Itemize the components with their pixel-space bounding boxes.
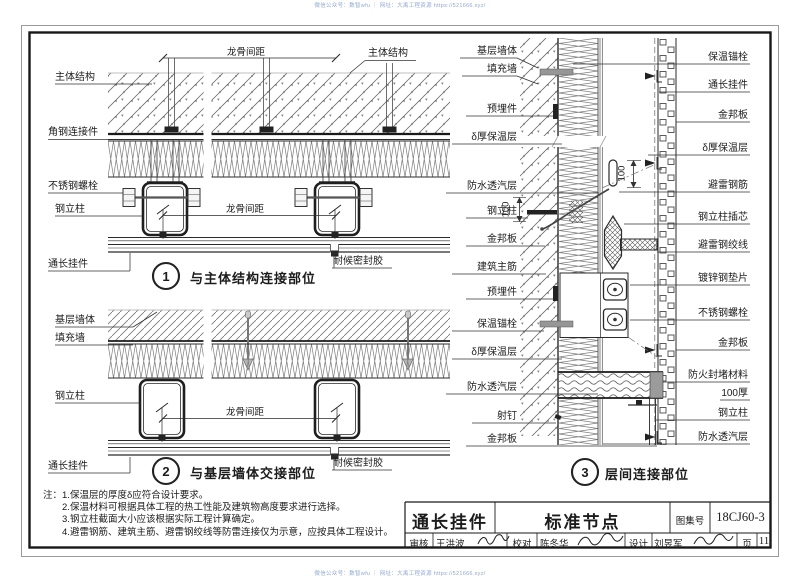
titleblock-reviewer: 王洪波 [436,539,465,550]
watermark-bottom: 微信公众号：数智wfu ｜ 网址：大禹工程资源 https://521666.x… [314,571,486,577]
dim-keel-spacing: 龙骨间距 [226,407,265,418]
titleblock-review-label: 审核 [409,539,429,550]
label-firestop-material: 防火封堵材料 [688,370,748,381]
label-main-structure-2: 主体结构 [368,48,408,59]
label-waterproof-membrane: 防水透汽层 [467,181,517,192]
detail-number-circles [151,261,600,487]
titleblock-checker: 陈冬华 [540,539,569,550]
label-infill-wall: 填充墙 [55,333,85,344]
label-steel-column: 钢立柱 [487,206,517,217]
label-embed-part: 预埋件 [487,104,517,115]
label-jinbang-panel: 金邦板 [718,110,748,121]
label-main-structure: 主体结构 [55,72,95,83]
titleblock-sheet-title: 标准节点 [544,513,621,532]
bolt-assemblies [602,278,628,331]
label-stainless-bolt: 不锈钢螺栓 [698,308,748,319]
titleblock-page-label: 页 [742,539,752,550]
label-base-wall: 基层墙体 [55,315,95,326]
dim-100-left: 100 [500,201,512,218]
notes-prefix: 注： [43,490,63,501]
label-lightning-strand: 避雷钢绞线 [698,240,748,251]
label-shot-nail: 射钉 [497,411,517,422]
dim-keel-spacing-mid: 龙骨间距 [226,204,265,215]
titleblock-page-number: 11 [758,535,770,547]
label-continuous-hanger: 通长挂件 [48,259,88,270]
note-line: 2.保温材料可根据具体工程的热工性能及建筑物高度要求进行选择。 [62,502,346,514]
label-embed-part-2: 预埋件 [487,287,517,298]
label-stainless-bolt: 不锈钢螺栓 [48,181,98,192]
note-line: 4.避雷钢筋、建筑主筋、避雷钢绞线等防雷连接仅为示意，应按具体工程设计。 [62,526,393,538]
label-insulation-layer: δ厚保温层 [471,132,517,143]
label-steel-column: 钢立柱 [55,391,85,402]
detail-2-number: 2 [162,464,170,479]
notes-lines: 1.保温层的厚度δ应符合设计要求。 2.保温材料可根据具体工程的热工性能及建筑物… [62,490,393,539]
label-jinbang-panel: 金邦板 [487,234,517,245]
detail-1-number: 1 [162,269,170,284]
label-base-wall: 基层墙体 [477,46,517,57]
titleblock-atlas-number: 18CJ60-3 [716,510,765,524]
detail-3-caption: 层间连接部位 [605,467,690,482]
label-insulation-layer-2: δ厚保温层 [471,347,517,358]
leader-lines [48,57,750,474]
note-line: 3.钢立柱截面大小应该根据实际工程计算确定。 [62,514,260,526]
detail-3-linework [513,38,684,445]
titleblock-check-label: 校对 [512,539,532,550]
label-continuous-hanger: 通长挂件 [48,461,88,472]
panel-hooks [645,72,656,441]
titleblock-design-label: 设计 [628,539,648,550]
signature-scribbles [477,533,734,546]
label-jinbang-panel-2: 金邦板 [718,338,748,349]
watermark-top: 微信公众号：数智wfu ｜ 网址：大禹工程资源 https://521666.x… [314,3,486,9]
label-steel-column: 钢立柱 [718,408,748,419]
detail-1-linework [108,53,450,257]
page-border [21,25,779,557]
detail-3-number: 3 [581,465,589,480]
detail-2-linework [108,308,450,460]
label-waterproof-membrane-2: 防水透汽层 [467,382,517,393]
detail-2-caption: 与基层墙体交接部位 [190,466,317,481]
titleblock-atlas-label: 图集号 [675,516,705,527]
label-steel-column: 钢立柱 [55,204,85,215]
notes-block: 注： 1.保温层的厚度δ应符合设计要求。 2.保温材料可根据具体工程的热工性能及… [43,490,399,539]
label-weather-sealant: 耐候密封胶 [333,256,383,267]
label-continuous-hanger: 通长挂件 [708,80,748,91]
title-block-grid [404,501,771,548]
dim-keel-spacing-top: 龙骨间距 [227,47,266,58]
titleblock-project: 通长挂件 [412,513,488,532]
label-jinbang-panel-2: 金邦板 [487,434,517,445]
detail-1-caption: 与主体结构连接部位 [190,271,317,286]
label-waterproof-membrane: 防水透汽层 [698,432,748,443]
label-lightning-rebar: 避雷钢筋 [708,180,748,191]
label-weather-sealant: 耐候密封胶 [333,458,383,469]
label-insulation-layer: δ厚保温层 [702,143,748,154]
label-insulation-anchor: 保温锚栓 [477,319,517,330]
label-insulation-anchor: 保温锚栓 [708,52,748,63]
note-line: 1.保温层的厚度δ应符合设计要求。 [62,490,209,501]
label-100-thick: 100厚 [721,388,748,399]
label-angle-connector: 角钢连接件 [48,127,98,138]
dim-100-right: 100 [616,165,628,182]
label-building-rebar: 建筑主筋 [477,262,517,273]
label-column-insert-core: 钢立柱插芯 [698,212,748,223]
label-galvanized-washer: 镀锌钢垫片 [698,273,748,284]
label-infill-wall: 填充墙 [487,64,517,75]
titleblock-designer: 刘昱军 [654,539,683,550]
